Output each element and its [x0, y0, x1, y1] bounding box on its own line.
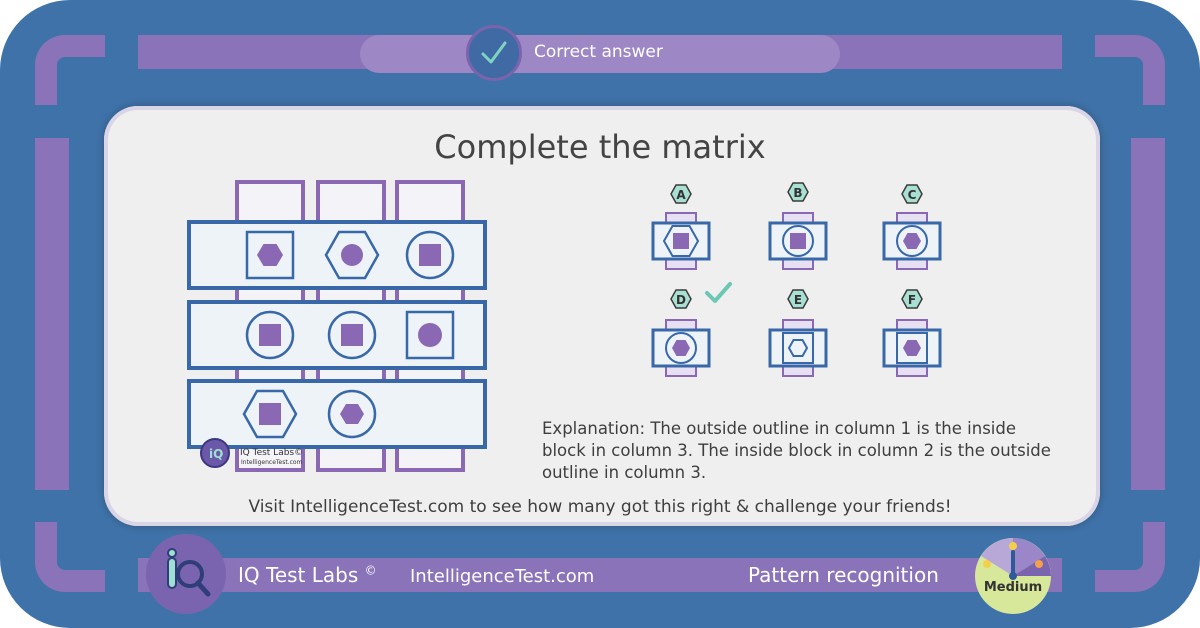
matrix-cell-r3c2 [327, 389, 377, 439]
footer-copyright: © [364, 563, 377, 578]
explanation-text: Explanation: The outside outline in colu… [542, 419, 1051, 482]
option-E [768, 318, 828, 378]
option-B [768, 211, 828, 271]
matrix-cell-r2c2 [327, 310, 377, 360]
correct-check-icon [705, 282, 732, 303]
option-E-letter: E [794, 293, 802, 307]
option-C-badge [901, 184, 923, 204]
difficulty-gauge-icon [975, 538, 1051, 614]
option-F [882, 318, 942, 378]
difficulty-label: Medium [983, 580, 1043, 595]
iq-test-labs-logo [146, 534, 226, 614]
status-label: Correct answer [534, 42, 663, 62]
status-check-badge [466, 25, 522, 81]
deco-corner-br [1095, 522, 1165, 592]
option-C [882, 211, 942, 271]
option-F-badge [901, 289, 923, 309]
matrix-cell-r2c3 [405, 310, 455, 360]
option-E-badge [787, 289, 809, 309]
matrix-cell-r2c1 [245, 310, 295, 360]
footer-category: Pattern recognition [748, 563, 939, 587]
cta-text: Visit IntelligenceTest.com to see how ma… [248, 497, 952, 517]
footer-brand: IQ Test Labs © [238, 563, 377, 587]
option-F-letter: F [908, 293, 916, 307]
option-D-badge [670, 289, 692, 309]
deco-bar-right [1131, 138, 1165, 490]
deco-corner-tl [35, 35, 105, 105]
option-A-letter: A [676, 188, 686, 202]
footer-site: IntelligenceTest.com [410, 566, 595, 587]
footer-brand-name: IQ Test Labs [238, 563, 359, 587]
matrix-watermark-brand: IQ Test Labs© [240, 448, 304, 458]
deco-corner-bl [35, 522, 105, 592]
option-A-badge [670, 184, 692, 204]
iq-logo-icon [200, 438, 230, 468]
magnifier-icon [167, 548, 211, 597]
checkmark-icon [481, 41, 507, 64]
question-title: Complete the matrix [434, 128, 766, 166]
matrix-watermark-site: IntelligenceTest.com [241, 459, 303, 466]
deco-bar-bottom [138, 558, 1062, 592]
option-D [651, 318, 711, 378]
option-C-letter: C [908, 188, 917, 202]
status-pill [360, 35, 840, 73]
svg-text:iQ: iQ [209, 447, 223, 461]
matrix-row-3 [187, 379, 487, 449]
matrix-cell-r1c2 [324, 230, 380, 280]
matrix-cell-r3c1 [242, 389, 298, 439]
deco-bar-left [35, 138, 69, 490]
matrix-cell-r1c1 [245, 230, 295, 280]
deco-corner-tr [1095, 35, 1165, 105]
matrix-watermark: iQ [200, 438, 230, 468]
option-A [651, 211, 711, 271]
matrix-cell-r1c3 [405, 230, 455, 280]
option-B-badge [787, 182, 809, 202]
option-D-letter: D [676, 293, 686, 307]
option-B-letter: B [793, 186, 802, 200]
